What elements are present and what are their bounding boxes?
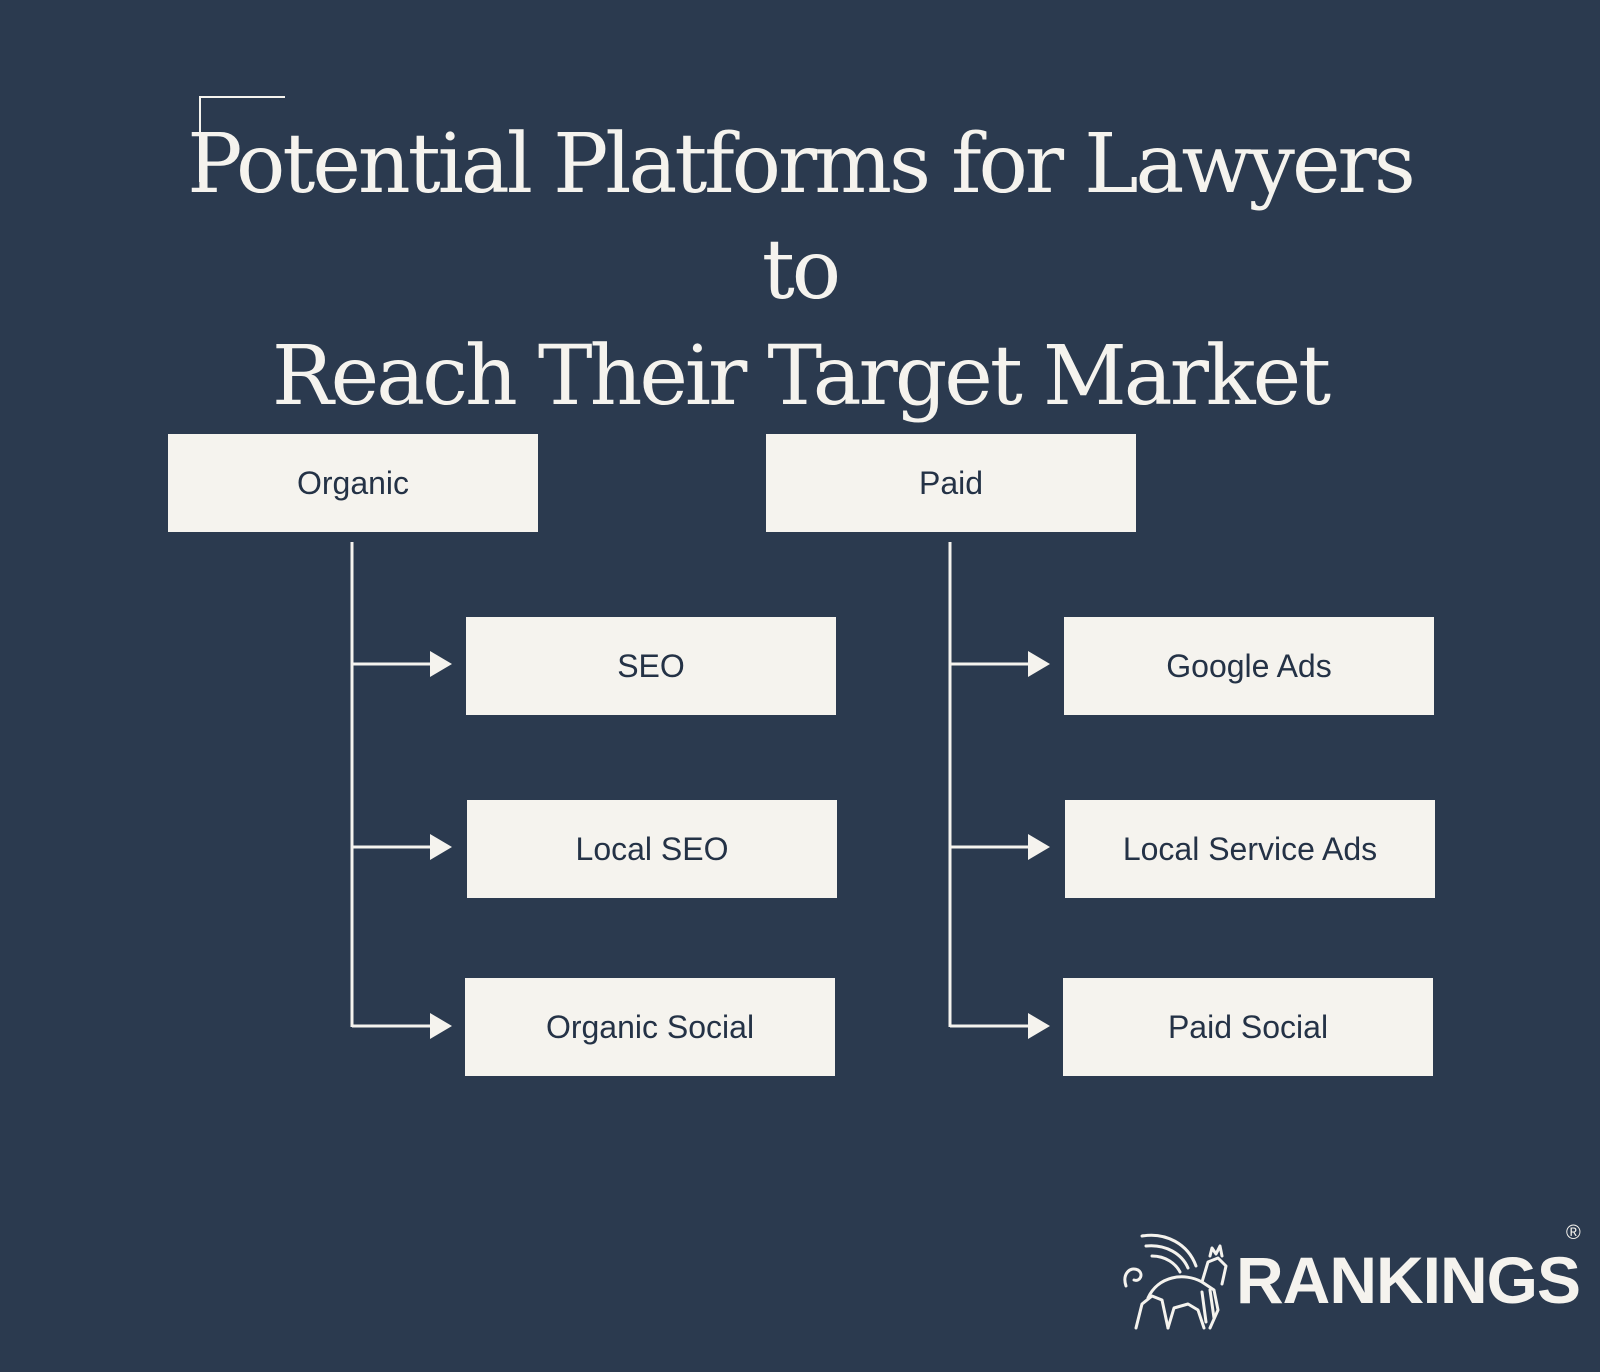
logo-wordmark: RANKINGS <box>1236 1243 1581 1317</box>
griffin-logo-icon <box>1123 1233 1228 1330</box>
title-corner-bracket <box>199 96 285 182</box>
arrow-to-paid-social <box>1028 1013 1050 1039</box>
arrow-to-seo <box>430 651 452 677</box>
page-title: Potential Platforms for Lawyers to Reach… <box>170 112 1430 430</box>
page-title-line-1: Potential Platforms for Lawyers to <box>187 117 1416 318</box>
arrow-to-local-service-ads <box>1028 834 1050 860</box>
box-organic: Organic <box>168 434 538 532</box>
box-local-seo: Local SEO <box>467 800 837 898</box>
box-organic-social: Organic Social <box>465 978 835 1076</box>
box-paid-social: Paid Social <box>1063 978 1433 1076</box>
box-local-service-ads: Local Service Ads <box>1065 800 1435 898</box>
box-paid: Paid <box>766 434 1136 532</box>
arrow-to-organic-social <box>430 1013 452 1039</box>
logo-registered-mark: ® <box>1566 1222 1581 1244</box>
page-title-line-2: Reach Their Target Market <box>271 329 1331 424</box>
rankings-logo: RANKINGS ® <box>1118 1222 1581 1334</box>
arrow-to-local-seo <box>430 834 452 860</box>
box-google-ads: Google Ads <box>1064 617 1434 715</box>
arrow-to-google-ads <box>1028 651 1050 677</box>
box-seo: SEO <box>466 617 836 715</box>
